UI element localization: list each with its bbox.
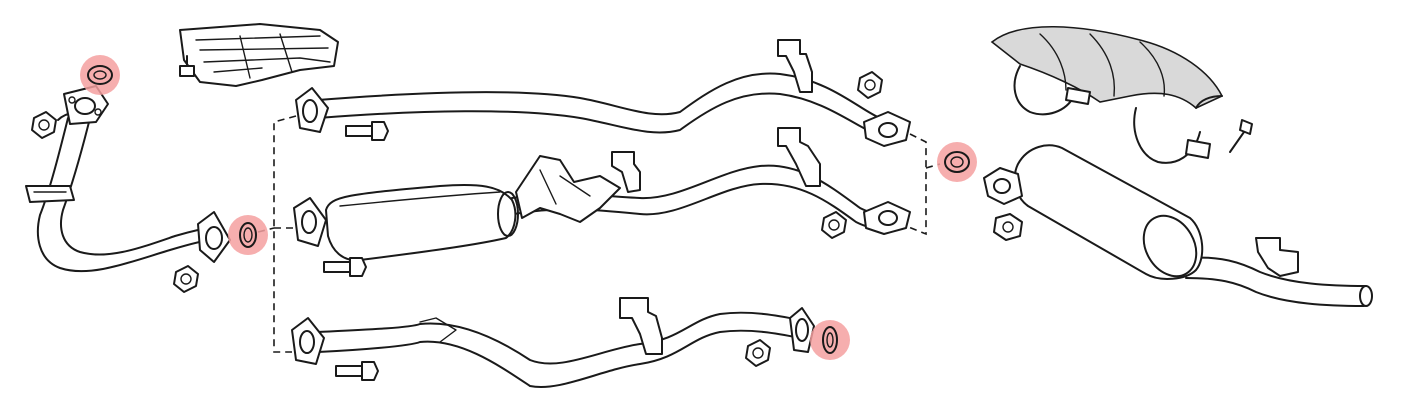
hanger-lower xyxy=(619,297,663,355)
muffler-clamp-left xyxy=(1013,65,1091,116)
hanger-middle xyxy=(777,127,821,187)
tail-pipe-gasket xyxy=(937,142,977,182)
bolt-middle xyxy=(323,257,367,277)
bolt-muffler xyxy=(993,213,1023,241)
center-pipe-upper-outlet-flange xyxy=(863,111,911,147)
hanger-upper xyxy=(777,39,813,93)
muffler-tail-pipe xyxy=(1185,256,1373,307)
center-pipe-middle-outlet-flange xyxy=(863,201,911,235)
center-pipe-outlet-gasket xyxy=(810,320,850,360)
hanger-tail-pipe xyxy=(1255,237,1299,277)
hanger-resonator xyxy=(611,151,641,193)
center-pipe-lower-inlet-flange xyxy=(291,317,325,365)
resonator-inlet-flange xyxy=(293,197,327,247)
muffler-clamp-right xyxy=(1133,95,1223,164)
converter-inlet-gasket xyxy=(228,215,268,255)
nut-left-bottom xyxy=(173,265,199,293)
nut-upper xyxy=(857,71,883,99)
bolt-upper xyxy=(345,121,389,141)
front-pipe-bracket xyxy=(25,185,75,203)
bolt-lower xyxy=(335,361,379,381)
front-pipe-outlet-flange xyxy=(197,211,231,263)
resonator xyxy=(325,183,519,262)
heat-shield-bolt xyxy=(179,55,195,77)
center-pipe-lower-outlet-flange xyxy=(789,307,815,353)
center-pipe-lower xyxy=(317,311,801,388)
center-pipe-upper-inlet-flange xyxy=(295,87,329,133)
nut-middle xyxy=(821,211,847,239)
muffler-inlet-flange xyxy=(983,167,1023,205)
muffler-heat-shield xyxy=(990,25,1224,109)
nut-lower xyxy=(745,339,771,367)
nut-left-top xyxy=(31,111,57,139)
front-pipe-gasket xyxy=(80,55,120,95)
heat-shield xyxy=(179,23,339,87)
muffler-body xyxy=(1013,144,1204,280)
resonator-bracket xyxy=(515,155,621,223)
muffler-shield-bolt xyxy=(1229,119,1253,153)
center-pipe-upper xyxy=(317,72,881,135)
